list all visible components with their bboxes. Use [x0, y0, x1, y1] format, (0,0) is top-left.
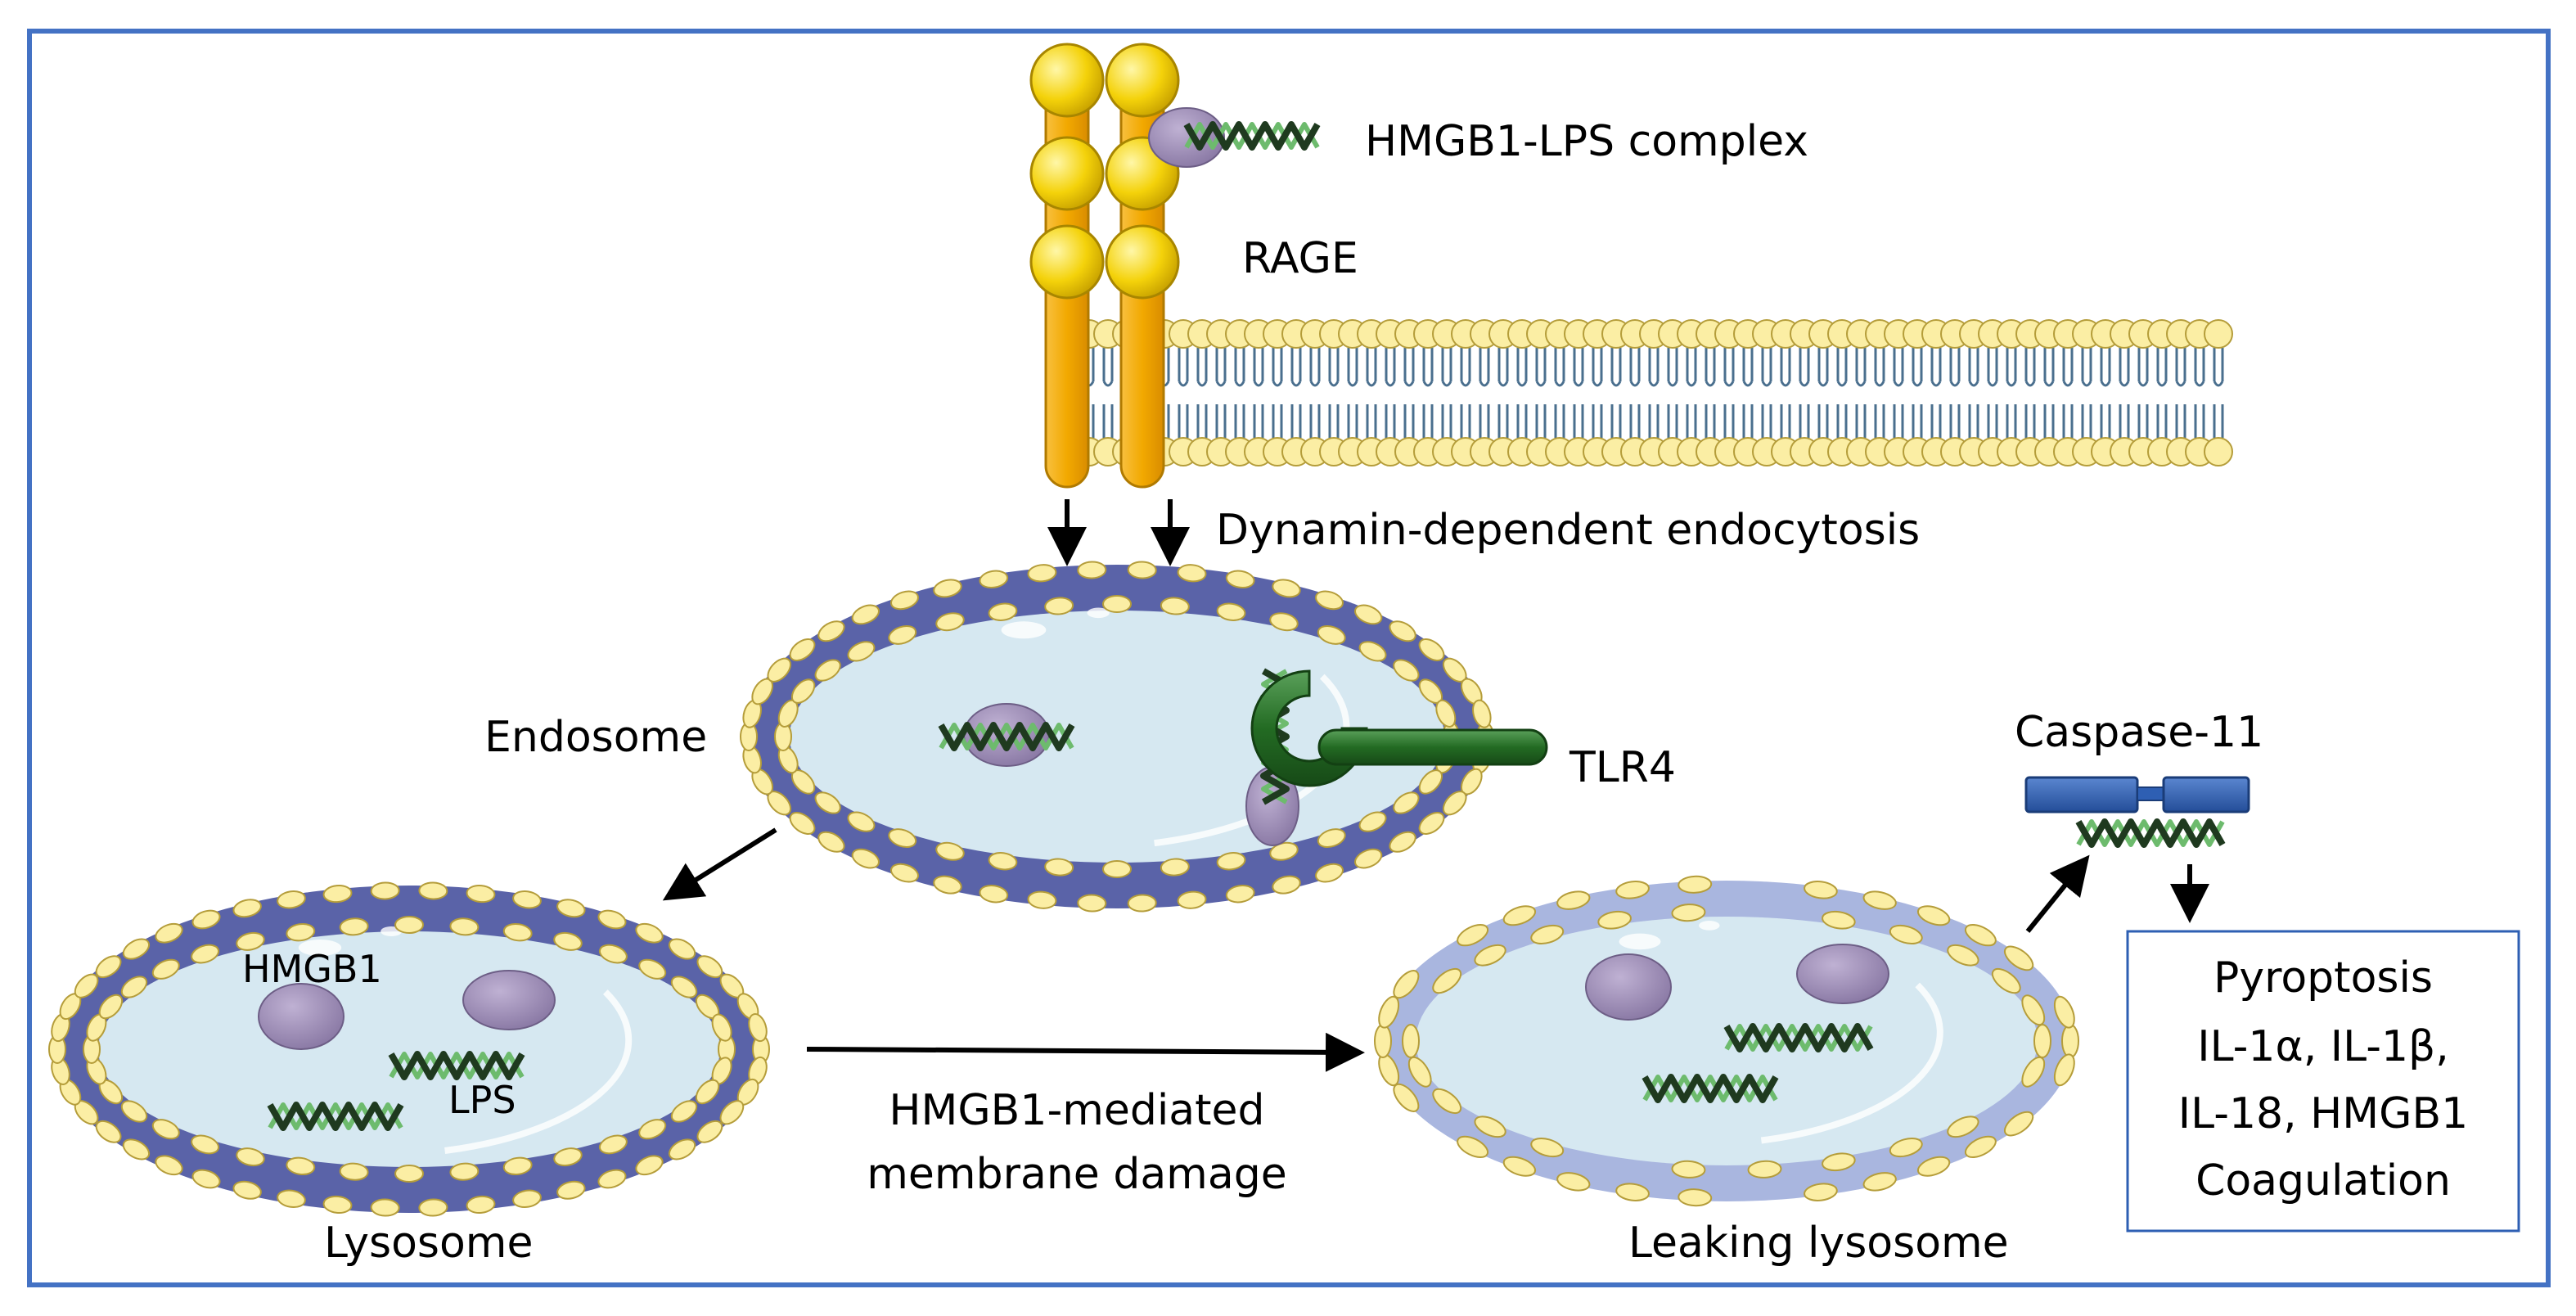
- lps-chain-icon: [388, 1051, 525, 1080]
- leaking-lysosome-vesicle: [1374, 875, 2079, 1207]
- endocytosis-label: Dynamin-dependent endocytosis: [1216, 506, 1920, 555]
- outcome-line-3: IL-18, HMGB1: [2178, 1089, 2468, 1138]
- tlr4-label: TLR4: [1569, 743, 1676, 792]
- leaking-lysosome-cargo: [1585, 944, 1889, 1103]
- outcome-line-4: Coagulation: [2195, 1156, 2451, 1206]
- lysosome-label: Lysosome: [324, 1219, 533, 1268]
- outcome-line-1: Pyroptosis: [2213, 953, 2433, 1003]
- endosome-cargo: [938, 668, 1299, 846]
- membrane-damage-arrow: [806, 1032, 1365, 1072]
- lysosome-to-caspase-arrow: [2025, 854, 2090, 933]
- lysosome-cargo: [258, 970, 556, 1131]
- lps-chain-icon: [938, 722, 1075, 751]
- hmgb1-lps-complex-icon: [1148, 107, 1321, 168]
- leaking-lysosome-label: Leaking lysosome: [1628, 1219, 2009, 1268]
- damage-label-line1: HMGB1-mediated: [889, 1086, 1264, 1135]
- outcomes-box: [2126, 930, 2520, 1233]
- damage-label-line2: membrane damage: [867, 1150, 1286, 1199]
- lps-chain-icon: [1642, 1074, 1779, 1103]
- lps-chain-icon: [1723, 1023, 1874, 1052]
- caspase-11-icon: [2024, 776, 2250, 848]
- outcome-line-2: IL-1α, IL-1β,: [2197, 1022, 2449, 1071]
- tlr4-receptor: [1250, 669, 1548, 787]
- lysosome-vesicle: [48, 881, 770, 1217]
- lps-label: LPS: [448, 1078, 516, 1122]
- endosome-label: Endosome: [484, 713, 707, 762]
- endosome-to-lysosome-arrow: [662, 827, 777, 901]
- lps-chain-icon: [267, 1102, 404, 1131]
- caspase-label: Caspase-11: [2015, 708, 2263, 757]
- hmgb1-label: HMGB1: [242, 947, 382, 991]
- lps-chain-icon: [1183, 121, 1321, 151]
- lps-chain-icon: [2075, 818, 2226, 848]
- rage-label: RAGE: [1242, 234, 1358, 283]
- complex-label: HMGB1-LPS complex: [1365, 117, 1808, 166]
